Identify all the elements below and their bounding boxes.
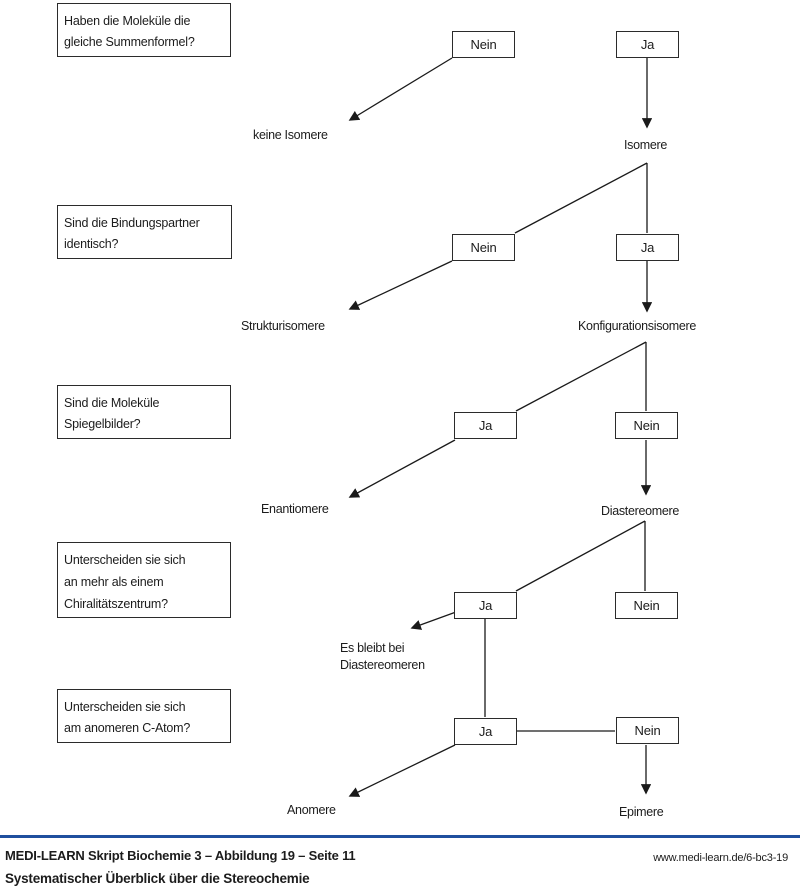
- question-text: Sind die Bindungspartner: [64, 216, 200, 230]
- decision-box-row3-ja: Ja: [454, 412, 517, 439]
- question-box-bindungspartner: Sind die Bindungspartner identisch?: [57, 205, 232, 259]
- edge-diastereo-branch-diagonal: [515, 520, 646, 592]
- edge-q2-nein-to-strukturisomere: [348, 260, 453, 310]
- question-box-chiralitaetszentrum: Unterscheiden sie sich an mehr als einem…: [57, 542, 231, 618]
- outcome-isomere: Isomere: [624, 138, 668, 152]
- question-box-summenformel: Haben die Moleküle die gleiche Summenfor…: [57, 3, 231, 57]
- footer-caption: Systematischer Überblick über die Stereo…: [5, 871, 310, 886]
- question-text: gleiche Summenformel?: [64, 35, 195, 49]
- footer-divider-rule: [0, 835, 800, 838]
- outcome-diastereomere: Diastereomere: [601, 504, 680, 518]
- question-text: Unterscheiden sie sich: [64, 700, 186, 714]
- edge-q4-ja-to-es-bleibt: [410, 611, 457, 630]
- outcome-konfigurationsisomere: Konfigurationsisomere: [578, 319, 697, 333]
- question-box-spiegelbilder: Sind die Moleküle Spiegelbilder?: [57, 385, 231, 439]
- question-text: an mehr als einem: [64, 575, 164, 589]
- outcome-anomere: Anomere: [287, 803, 336, 817]
- question-text: Spiegelbilder?: [64, 417, 141, 431]
- question-box-anomeres-c-atom: Unterscheiden sie sich am anomeren C-Ato…: [57, 689, 231, 743]
- edge-q3-ja-to-enantiomere: [348, 439, 456, 498]
- question-text: am anomeren C-Atom?: [64, 721, 191, 735]
- outcome-text: Es bleibt bei: [340, 641, 405, 655]
- footer-url: www.medi-learn.de/6-bc3-19: [653, 852, 788, 864]
- edge-konfig-branch-diagonal: [515, 341, 647, 412]
- outcome-es-bleibt-bei-diastereomeren: Es bleibt bei Diastereomeren: [340, 640, 425, 674]
- outcome-strukturisomere: Strukturisomere: [241, 319, 325, 333]
- decision-box-row4-nein: Nein: [615, 592, 678, 619]
- decision-box-row2-nein: Nein: [452, 234, 515, 261]
- decision-box-row5-ja: Ja: [454, 718, 517, 745]
- decision-box-row3-nein: Nein: [615, 412, 678, 439]
- outcome-keine-isomere: keine Isomere: [253, 128, 328, 142]
- edge-q1-nein-to-keine-isomere: [348, 57, 453, 121]
- decision-box-row1-ja: Ja: [616, 31, 679, 58]
- edge-isomere-branch-diagonal: [514, 162, 648, 234]
- outcome-text: Diastereomeren: [340, 658, 425, 672]
- question-text: Unterscheiden sie sich: [64, 553, 186, 567]
- question-text: Chiralitätszentrum?: [64, 597, 168, 611]
- decision-box-row5-nein: Nein: [616, 717, 679, 744]
- question-text: Haben die Moleküle die: [64, 14, 191, 28]
- question-text: Sind die Moleküle: [64, 396, 160, 410]
- decision-box-row4-ja: Ja: [454, 592, 517, 619]
- decision-box-row2-ja: Ja: [616, 234, 679, 261]
- outcome-enantiomere: Enantiomere: [261, 502, 329, 516]
- question-text: identisch?: [64, 237, 119, 251]
- edge-q5-ja-to-anomere: [348, 744, 456, 797]
- outcome-epimere: Epimere: [619, 805, 664, 819]
- decision-box-row1-nein: Nein: [452, 31, 515, 58]
- footer-source-text: MEDI-LEARN Skript Biochemie 3 – Abbildun…: [5, 848, 356, 863]
